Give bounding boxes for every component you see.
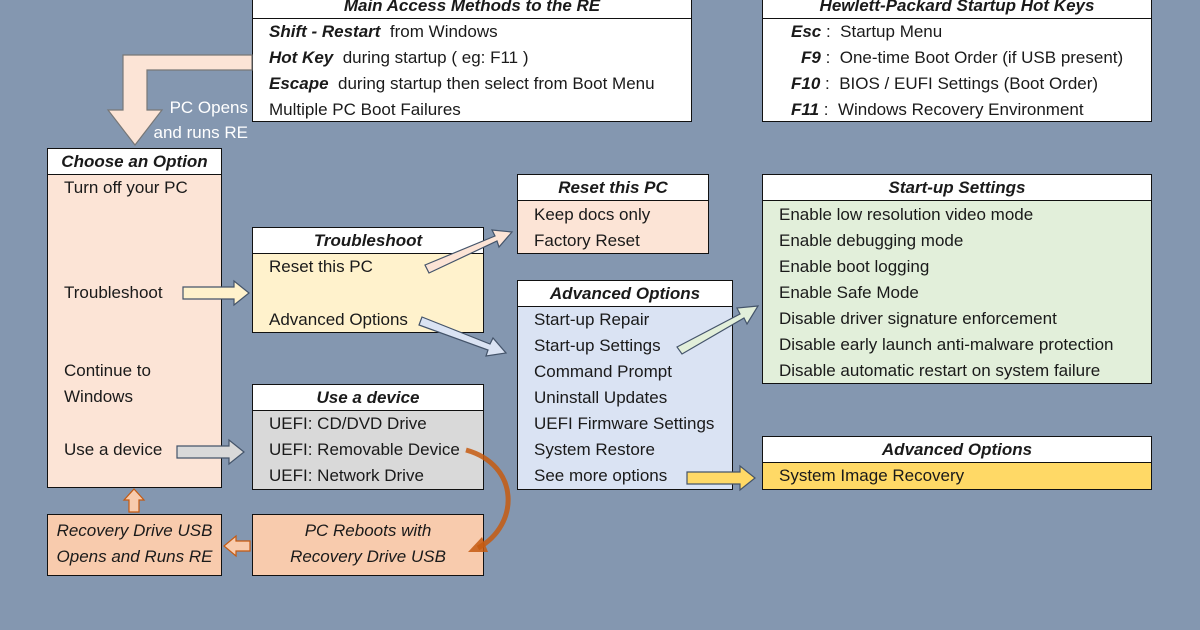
- advanced-option-item[interactable]: UEFI Firmware Settings: [534, 414, 715, 433]
- startup-setting-item[interactable]: Disable automatic restart on system fail…: [779, 361, 1101, 380]
- hp-hotkey-row: Esc : Startup Menu: [791, 22, 943, 41]
- startup-settings-panel: Start-up Settings Enable low resolution …: [762, 174, 1152, 384]
- option-use-device[interactable]: Use a device: [64, 440, 163, 459]
- pc-reboots-line1: PC Reboots with: [304, 521, 432, 540]
- arrow-access-to-choose: [106, 54, 253, 146]
- arrow-device-to-reboots-head: [468, 537, 488, 552]
- device-item[interactable]: UEFI: Removable Device: [269, 440, 460, 459]
- access-method-key: Hot Key: [269, 48, 334, 67]
- pc-reboots-line2: Recovery Drive USB: [290, 547, 446, 566]
- access-method-row: Shift - Restart from Windows: [269, 19, 498, 45]
- recovery-usb-line1: Recovery Drive USB: [56, 521, 213, 540]
- advanced-options-more-panel: Advanced Options System Image Recovery: [762, 436, 1152, 490]
- startup-setting-item[interactable]: Enable low resolution video mode: [779, 205, 1034, 224]
- device-item[interactable]: UEFI: CD/DVD Drive: [269, 414, 427, 433]
- hp-hotkey-row: F10 : BIOS / EUFI Settings (Boot Order): [791, 74, 1099, 93]
- advanced-option-item[interactable]: Start-up Repair: [534, 310, 650, 329]
- reset-pc-item[interactable]: Factory Reset: [534, 231, 640, 250]
- hp-hotkeys-title: Hewlett-Packard Startup Hot Keys: [763, 0, 1151, 19]
- choose-option-title: Choose an Option: [48, 149, 221, 175]
- device-item[interactable]: UEFI: Network Drive: [269, 466, 424, 485]
- use-device-title: Use a device: [253, 385, 483, 411]
- hp-hotkey-key: F11: [791, 100, 820, 119]
- access-method-row: Hot Key during startup ( eg: F11 ): [269, 45, 529, 71]
- startup-setting-item[interactable]: Enable debugging mode: [779, 231, 964, 250]
- access-method-text: from Windows: [389, 22, 498, 41]
- hp-hotkey-key: F9: [801, 48, 821, 67]
- advanced-options-panel: Advanced Options Start-up Repair Start-u…: [517, 280, 733, 490]
- troubleshoot-title: Troubleshoot: [253, 228, 483, 254]
- advanced-options-title: Advanced Options: [518, 281, 732, 307]
- reset-pc-title: Reset this PC: [518, 175, 708, 201]
- hp-hotkey-text: Startup Menu: [840, 22, 943, 41]
- startup-settings-title: Start-up Settings: [763, 175, 1151, 201]
- arrow-choose-to-troubleshoot: [182, 279, 250, 307]
- use-device-panel: Use a device UEFI: CD/DVD Drive UEFI: Re…: [252, 384, 484, 490]
- advanced-option-item[interactable]: Start-up Settings: [534, 336, 661, 355]
- hp-hotkey-row: F9 : One-time Boot Order (if USB present…: [801, 48, 1124, 67]
- arrow-advanced-to-startup: [676, 305, 760, 355]
- option-troubleshoot[interactable]: Troubleshoot: [64, 283, 163, 302]
- access-methods-title: Main Access Methods to the RE: [253, 0, 691, 19]
- troubleshoot-panel: Troubleshoot Reset this PC Advanced Opti…: [252, 227, 484, 333]
- troubleshoot-advanced[interactable]: Advanced Options: [269, 310, 408, 329]
- access-method-row: Multiple PC Boot Failures: [269, 97, 461, 123]
- recovery-usb-line2: Opens and Runs RE: [56, 547, 213, 566]
- access-method-text: Multiple PC Boot Failures: [269, 100, 461, 119]
- access-method-text: during startup ( eg: F11 ): [342, 48, 529, 67]
- advanced-option-item[interactable]: Command Prompt: [534, 362, 672, 381]
- reset-pc-panel: Reset this PC Keep docs only Factory Res…: [517, 174, 709, 254]
- advanced-option-item[interactable]: Uninstall Updates: [534, 388, 668, 407]
- system-image-recovery[interactable]: System Image Recovery: [779, 466, 965, 485]
- arrow-choose-to-device: [176, 438, 245, 466]
- troubleshoot-reset[interactable]: Reset this PC: [269, 257, 373, 276]
- pc-opens-label: PC Opens and runs RE: [140, 95, 249, 145]
- arrow-device-to-reboots: [465, 447, 511, 551]
- option-continue-line2[interactable]: Windows: [64, 387, 133, 406]
- arrow-troubleshoot-to-advanced: [418, 316, 508, 357]
- hp-hotkey-row: F11 : Windows Recovery Environment: [791, 100, 1084, 119]
- access-methods-panel: Main Access Methods to the RE Shift - Re…: [252, 0, 692, 122]
- startup-setting-item[interactable]: Enable boot logging: [779, 257, 930, 276]
- arrow-troubleshoot-to-reset: [424, 229, 514, 274]
- hp-hotkeys-panel: Hewlett-Packard Startup Hot Keys Esc : S…: [762, 0, 1152, 122]
- choose-option-panel: Choose an Option Turn off your PC Troubl…: [47, 148, 222, 488]
- hp-hotkey-key: Esc: [791, 22, 822, 41]
- pc-opens-line2: and runs RE: [153, 123, 249, 142]
- advanced-options-more-title: Advanced Options: [763, 437, 1151, 463]
- access-method-row: Escape during startup then select from B…: [269, 71, 655, 97]
- arrow-reboots-to-recovery: [223, 534, 251, 558]
- access-method-text: during startup then select from Boot Men…: [338, 74, 655, 93]
- arrow-recovery-to-choose: [122, 488, 146, 513]
- recovery-usb-panel: Recovery Drive USB Opens and Runs RE: [47, 514, 222, 576]
- advanced-option-item[interactable]: See more options: [534, 466, 668, 485]
- access-method-key: Escape: [269, 74, 329, 93]
- pc-opens-line1: PC Opens: [169, 98, 248, 117]
- startup-setting-item[interactable]: Disable driver signature enforcement: [779, 309, 1057, 328]
- startup-setting-item[interactable]: Enable Safe Mode: [779, 283, 919, 302]
- access-method-key: Shift - Restart: [269, 22, 381, 41]
- option-continue-line1[interactable]: Continue to: [64, 361, 151, 380]
- option-turn-off[interactable]: Turn off your PC: [64, 178, 188, 197]
- hp-hotkey-text: BIOS / EUFI Settings (Boot Order): [839, 74, 1099, 93]
- pc-reboots-panel: PC Reboots with Recovery Drive USB: [252, 514, 484, 576]
- hp-hotkey-text: One-time Boot Order (if USB present): [839, 48, 1124, 67]
- reset-pc-item[interactable]: Keep docs only: [534, 205, 651, 224]
- arrow-advanced-to-image-recovery: [686, 464, 756, 492]
- startup-setting-item[interactable]: Disable early launch anti-malware protec…: [779, 335, 1114, 354]
- hp-hotkey-key: F10: [791, 74, 821, 93]
- advanced-option-item[interactable]: System Restore: [534, 440, 655, 459]
- hp-hotkey-text: Windows Recovery Environment: [837, 100, 1084, 119]
